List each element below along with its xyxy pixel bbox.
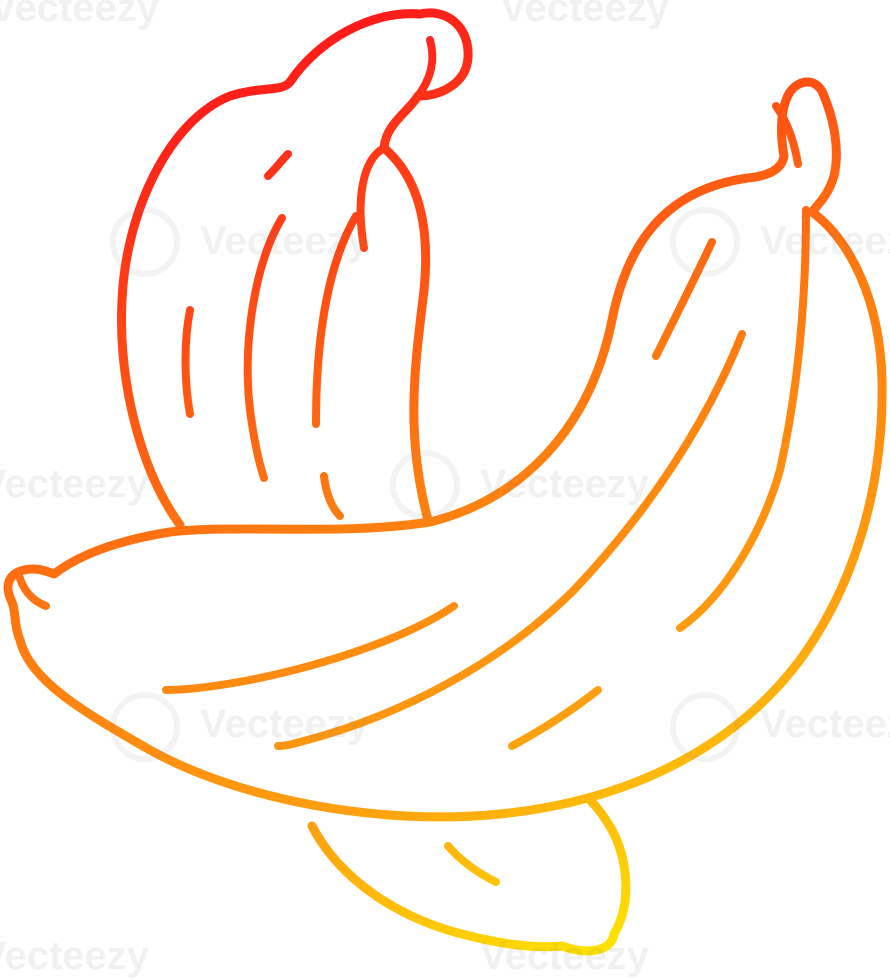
curved-banana-stripe-1 bbox=[652, 238, 716, 360]
upright-banana bbox=[117, 8, 473, 530]
curved-banana-stripe-5 bbox=[508, 686, 602, 750]
upright-banana-outline bbox=[117, 8, 473, 530]
upright-banana-stripe-4 bbox=[312, 212, 360, 428]
curved-banana-stripe-3 bbox=[162, 602, 458, 694]
curved-banana bbox=[3, 77, 887, 822]
upright-banana-stripe-2 bbox=[181, 306, 194, 418]
upright-banana-tip-inner bbox=[414, 36, 437, 100]
curved-banana-stripe-4 bbox=[676, 206, 810, 632]
upright-banana-stripe-3 bbox=[243, 214, 286, 482]
bottom-banana-outline bbox=[307, 795, 631, 956]
curved-banana-stripe-2 bbox=[274, 330, 746, 750]
upright-banana-stripe-1 bbox=[264, 150, 292, 180]
upright-banana-stripe-5 bbox=[320, 472, 344, 520]
curved-banana-stem-inner bbox=[772, 102, 802, 168]
upright-banana-fold bbox=[356, 144, 388, 252]
bottom-banana bbox=[307, 795, 631, 956]
curved-banana-end bbox=[14, 568, 50, 610]
bottom-banana-stripe bbox=[444, 842, 500, 886]
